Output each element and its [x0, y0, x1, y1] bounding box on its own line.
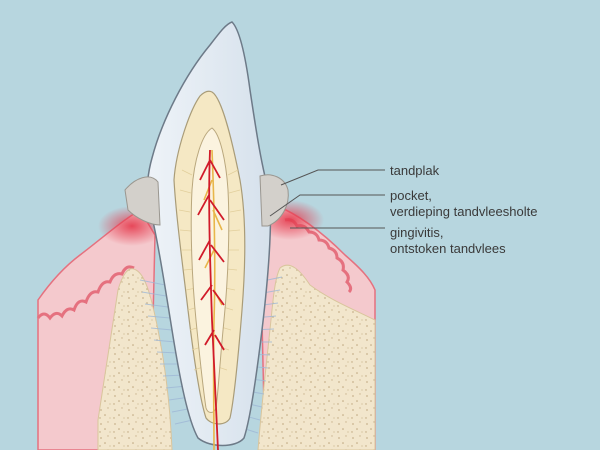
- blood-vessel: [197, 149, 225, 450]
- leader-plaque: [280, 169, 385, 186]
- leader-pocket: [269, 194, 385, 217]
- plaque-left: [124, 176, 161, 226]
- dentin-texture: [178, 169, 242, 371]
- leader-lines: [269, 169, 385, 229]
- label-gingivitis-line1: gingivitis,: [390, 225, 443, 240]
- plaque-right: [259, 174, 289, 227]
- label-gingivitis-line2: ontstoken tandvlees: [390, 241, 506, 256]
- bone-left: [97, 268, 173, 450]
- nerve: [203, 149, 223, 450]
- label-pocket-line1: pocket,: [390, 188, 432, 203]
- label-pocket-line2: verdieping tandvleesholte: [390, 204, 537, 219]
- label-plaque: tandplak: [390, 163, 440, 178]
